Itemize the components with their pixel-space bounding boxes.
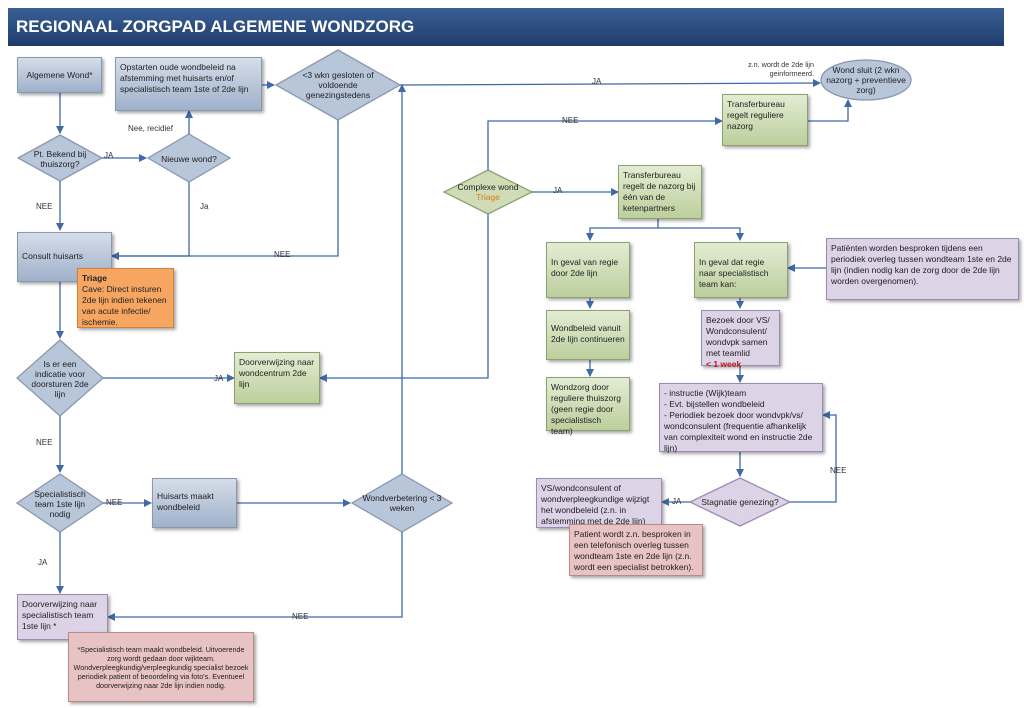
label-nee-pt-bekend: NEE [36,202,53,211]
node-wondverbetering: Wondverbetering < 3 weken [362,493,442,513]
label-ja-indicatie: JA [214,374,224,383]
node-regie-spec: In geval dat regie naar specialistisch t… [694,242,788,298]
node-patient-telefonisch: Patient wordt z.n. besproken in een tele… [569,524,703,576]
node-specialistisch-nodig: Specialistisch team 1ste lijn nodig [34,489,86,519]
label-ja-stagnatie: JA [672,497,682,506]
label-nee-stagnatie: NEE [830,466,847,475]
bezoek-week: < 1 week [706,359,742,369]
label-ja-pt-bekend: JA [104,151,114,160]
node-transferbureau-keten: Transferbureau regelt de nazorg bij één … [618,165,702,219]
node-complexe-wond: Complexe wond Triage [452,180,524,204]
node-opstarten: Opstarten oude wondbeleid na afstemming … [115,57,262,111]
node-nieuwe-wond: Nieuwe wond? [161,154,217,164]
node-regie-2de: In geval van regie door 2de lijn [546,242,630,298]
wond-sluit-note: z.n. wordt de 2de lijn geinformeerd. [748,60,814,78]
triage-body: Cave: Direct insturen 2de lijn indien te… [82,284,167,327]
label-nee-wondverbetering: NEE [292,612,309,621]
node-wond-sluit: Wond sluit (2 wkn nazorg + preventieve z… [826,65,906,95]
page-title: REGIONAAL ZORGPAD ALGEMENE WONDZORG [8,8,1004,46]
node-vs-wijzigt: VS/wondconsulent of wondverpleegkundige … [536,478,662,528]
complexe-wond-label: Complexe wond [457,182,519,192]
node-transferbureau-regulier: Transferbureau regelt reguliere nazorg [722,94,808,146]
complexe-triage-label: Triage [476,192,500,202]
node-wondzorg-regulier: Wondzorg door reguliere thuiszorg (geen … [546,377,630,436]
diamond-stagnatie [688,477,792,527]
label-ja-gesloten: JA [592,77,602,86]
node-doorverwijzing-wondcentrum: Doorverwijzing naar wondcentrum 2de lijn [234,352,320,404]
label-nee-gesloten: NEE [274,250,291,259]
terminal-wond-sluit [820,59,912,101]
node-doorverwijzing-spec: Doorverwijzing naar specialistisch team … [17,594,108,640]
node-stagnatie: Stagnatie genezing? [701,497,779,507]
node-indicatie: Is er een indicatie voor doorsturen 2de … [31,359,89,399]
label-nee-complexe: NEE [562,116,579,125]
label-ja-nieuwe-wond: Ja [200,202,209,211]
node-huisarts-maakt: Huisarts maakt wondbeleid [152,478,237,528]
node-footnote: *Specialistisch team maakt wondbeleid. U… [68,632,254,702]
label-ja-specialistisch: JA [38,558,48,567]
node-wondbeleid-2de: Wondbeleid vanuit 2de lijn continueren [546,310,630,360]
label-nee-indicatie: NEE [36,438,53,447]
label-nee-specialistisch: NEE [106,498,123,507]
node-instructie: - instructie (Wijk)team - Evt. bijstelle… [659,383,823,453]
node-algemene-wond: Algemene Wond* [17,57,102,93]
label-ja-complexe: JA [553,186,563,195]
node-pt-bekend: Pt. Bekend bij thuiszorg? [33,149,87,169]
label-nee-recidief: Nee, recidief [128,124,173,133]
bezoek-text: Bezoek door VS/ Wondconsulent/ wondvpk s… [706,315,770,358]
node-patienten-besproken: Patiënten worden besproken tijdens een p… [826,238,1019,300]
node-bezoek: Bezoek door VS/ Wondconsulent/ wondvpk s… [701,310,780,369]
node-gesloten: <3 wkn gesloten of voldoende genezingste… [302,70,374,100]
node-triage: Triage Cave: Direct insturen 2de lijn in… [77,268,174,328]
triage-title: Triage [82,273,108,283]
